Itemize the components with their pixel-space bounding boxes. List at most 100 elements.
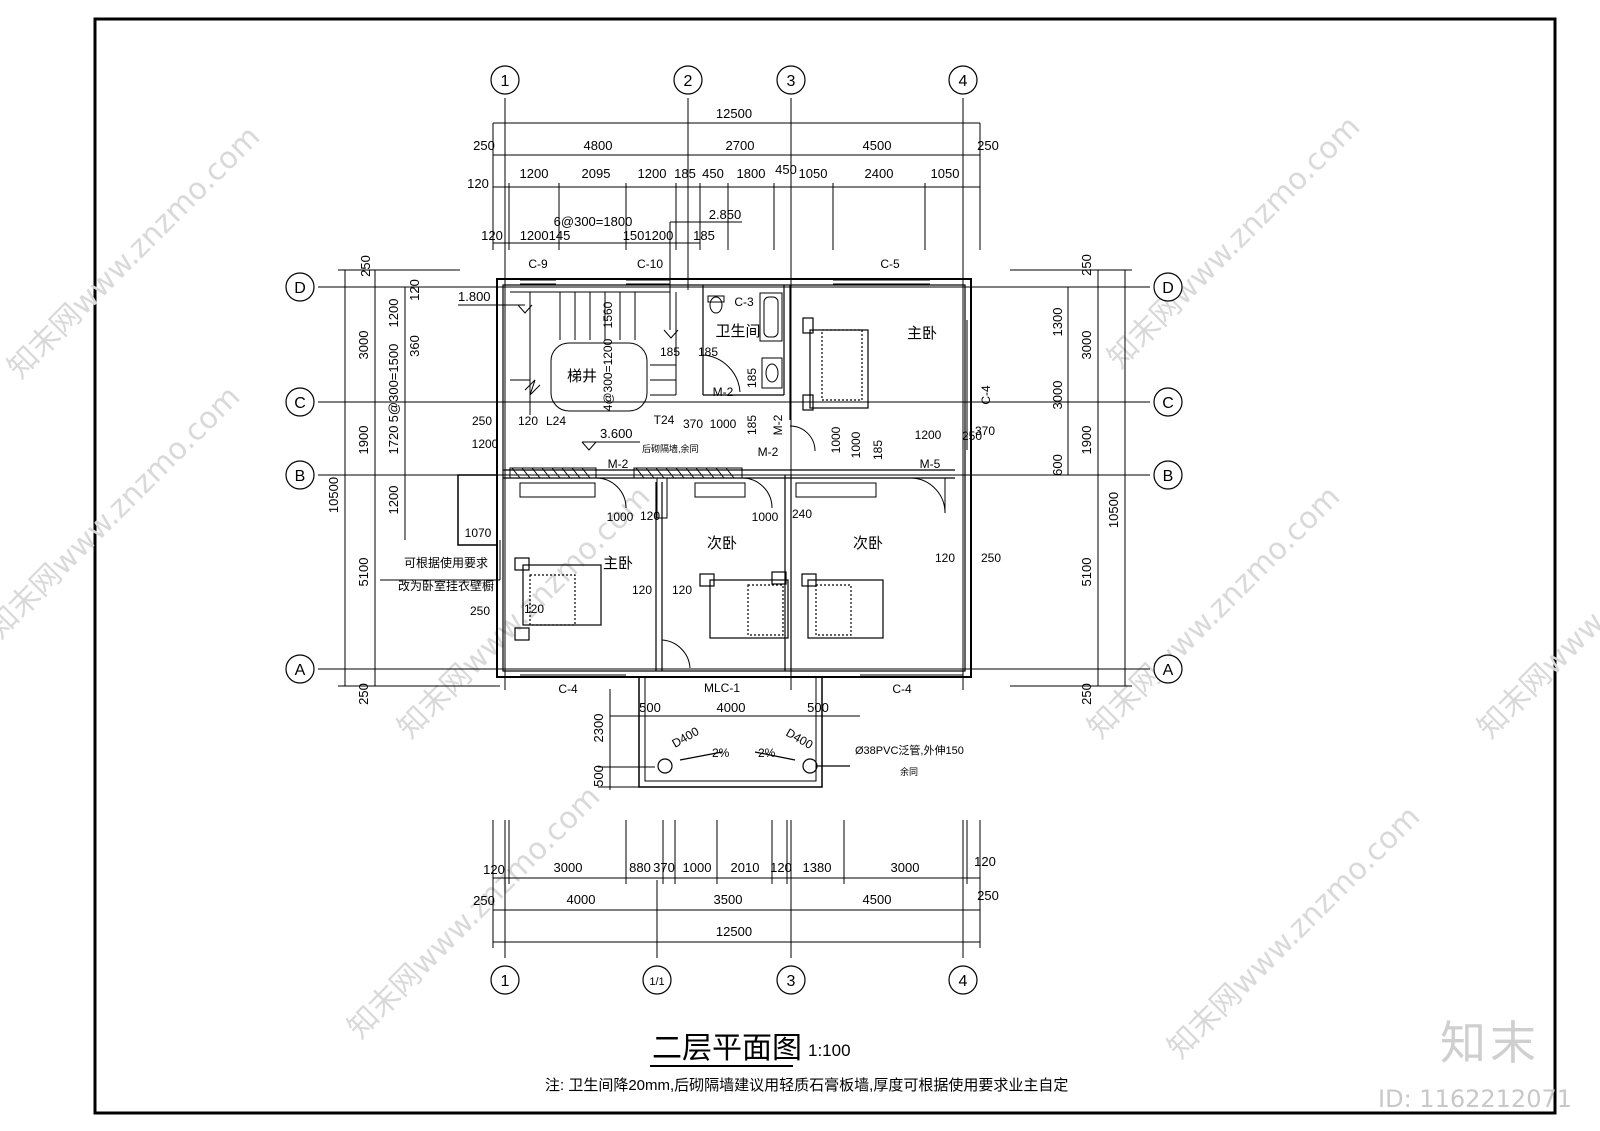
dim-left: 5@300=1500 [386, 344, 401, 423]
pipe-note: Ø38PVC泛管,外伸150 [855, 743, 964, 757]
axis-label-top: 4 [959, 73, 968, 90]
dim-top: 120 [481, 228, 503, 243]
dim-left: 1200 [386, 486, 401, 515]
dim-left: 360 [407, 335, 422, 357]
dim-top: 4800 [584, 138, 613, 153]
dim-balcony: 500 [639, 700, 661, 715]
window-tag: C-4 [892, 682, 912, 696]
dim-right: 600 [1050, 454, 1065, 476]
dim-top: 1200 [638, 166, 667, 181]
door-tag: M-2 [713, 385, 734, 399]
wall-dim: 120 [640, 509, 660, 523]
partition-walls [509, 467, 743, 519]
dim-top-total: 12500 [716, 106, 752, 121]
slope-label: 2% [712, 746, 730, 760]
dim-right: 250 [1079, 683, 1094, 705]
dim-bottom: 250 [473, 893, 495, 908]
dim-top: 1800 [737, 166, 766, 181]
window-tag: C-5 [880, 257, 900, 271]
dim-bottom: 1000 [683, 860, 712, 875]
watermark: 知末网www.znzmo.com [0, 379, 247, 645]
axis-label-top: 3 [787, 73, 796, 90]
dim-left: 5100 [356, 558, 371, 587]
dim-right: 1900 [1079, 426, 1094, 455]
stair-dim: 370 [683, 417, 703, 431]
drain-label: D400 [670, 724, 702, 751]
dim-top: 120 [467, 176, 489, 191]
axis-label-left: D [294, 280, 306, 297]
stair-dim: T24 [654, 413, 675, 427]
axis-label-bottom: 1 [501, 973, 510, 990]
top-dimension-lines [492, 122, 981, 250]
stair-dim: L24 [546, 414, 566, 428]
grid-lines [318, 98, 1150, 958]
dim-top: 2095 [582, 166, 611, 181]
room-label-second-1: 次卧 [707, 535, 737, 552]
stair-dim: 185 [745, 368, 759, 388]
pipe-note: 余同 [900, 766, 918, 777]
dim-top: 250 [977, 138, 999, 153]
dim-bottom: 3500 [714, 892, 743, 907]
door-tag: M-2 [771, 414, 785, 435]
dim-balcony: 4000 [717, 700, 746, 715]
axis-label-right: A [1163, 662, 1174, 679]
dim-top: 1200 [520, 166, 549, 181]
elevation-label: 1.800 [458, 289, 491, 304]
drain-label: D400 [784, 725, 816, 752]
dim-bottom: 880 [629, 860, 651, 875]
dim-bottom: 120 [974, 854, 996, 869]
axis-label-right: D [1162, 280, 1174, 297]
stair-dim: 370 [975, 424, 995, 438]
dim-bottom: 4500 [863, 892, 892, 907]
stair-dim: 185 [871, 440, 885, 460]
wall-dim: 1200 [472, 437, 499, 451]
dim-bottom: 4000 [567, 892, 596, 907]
room-label-master-left: 主卧 [603, 555, 633, 572]
bottom-dimension-lines [492, 820, 981, 948]
watermarks: 知末网www.znzmo.com 知末网www.znzmo.com 知末网www… [0, 109, 1600, 1065]
wall-dim: 240 [792, 507, 812, 521]
dim-balcony: 500 [807, 700, 829, 715]
wall-dim: 120 [632, 583, 652, 597]
bathroom-fixtures [707, 292, 783, 389]
dim-top: 1050 [931, 166, 960, 181]
dim-bottom: 120 [770, 860, 792, 875]
axis-label-top: 1 [501, 73, 510, 90]
dim-balcony: 500 [591, 765, 606, 787]
dim-top: 450 [702, 166, 724, 181]
room-label-master-top: 主卧 [907, 325, 937, 342]
drawing-border [93, 17, 1557, 1115]
doors [595, 354, 946, 669]
elevation-markers [458, 304, 679, 451]
dim-top: 1200145 [520, 228, 571, 243]
closet-note: 改为卧室挂衣壁橱 [398, 578, 494, 593]
dim-left: 1900 [356, 426, 371, 455]
dim-balcony: 2300 [591, 714, 606, 743]
stair-dim: 185 [745, 415, 759, 435]
dim-left: 1720 [386, 426, 401, 455]
stair-dim: 185 [698, 345, 718, 359]
dim-right: 10500 [1106, 492, 1121, 528]
dim-bottom-total: 12500 [716, 924, 752, 939]
watermark: 知末网www.znzmo.com [1471, 479, 1600, 745]
window-tag: C-9 [528, 257, 548, 271]
wall-dim: 1070 [465, 526, 492, 540]
watermark: 知末网www.znzmo.com [1161, 799, 1427, 1065]
wall-dim: 120 [935, 551, 955, 565]
wall-dim: 1000 [607, 510, 634, 524]
dim-top: 6@300=1800 [554, 214, 633, 229]
dim-bottom: 3000 [891, 860, 920, 875]
dim-left: 120 [407, 279, 422, 301]
stair-dim: 4@300=1200 [601, 338, 615, 411]
room-label-bath: 卫生间 [715, 323, 760, 340]
stair-dim: 1000 [829, 426, 843, 453]
stair-dim: 185 [660, 345, 680, 359]
dim-right: 1300 [1050, 308, 1065, 337]
axis-label-right: C [1162, 395, 1174, 412]
dim-top: 185 [674, 166, 696, 181]
stair-dim: 1560 [601, 301, 615, 328]
dim-top: 1050 [799, 166, 828, 181]
drawing-note: 注: 卫生间降20mm,后砌隔墙建议用轻质石膏板墙,厚度可根据使用要求业主自定 [545, 1076, 1068, 1094]
dim-top: 2400 [865, 166, 894, 181]
